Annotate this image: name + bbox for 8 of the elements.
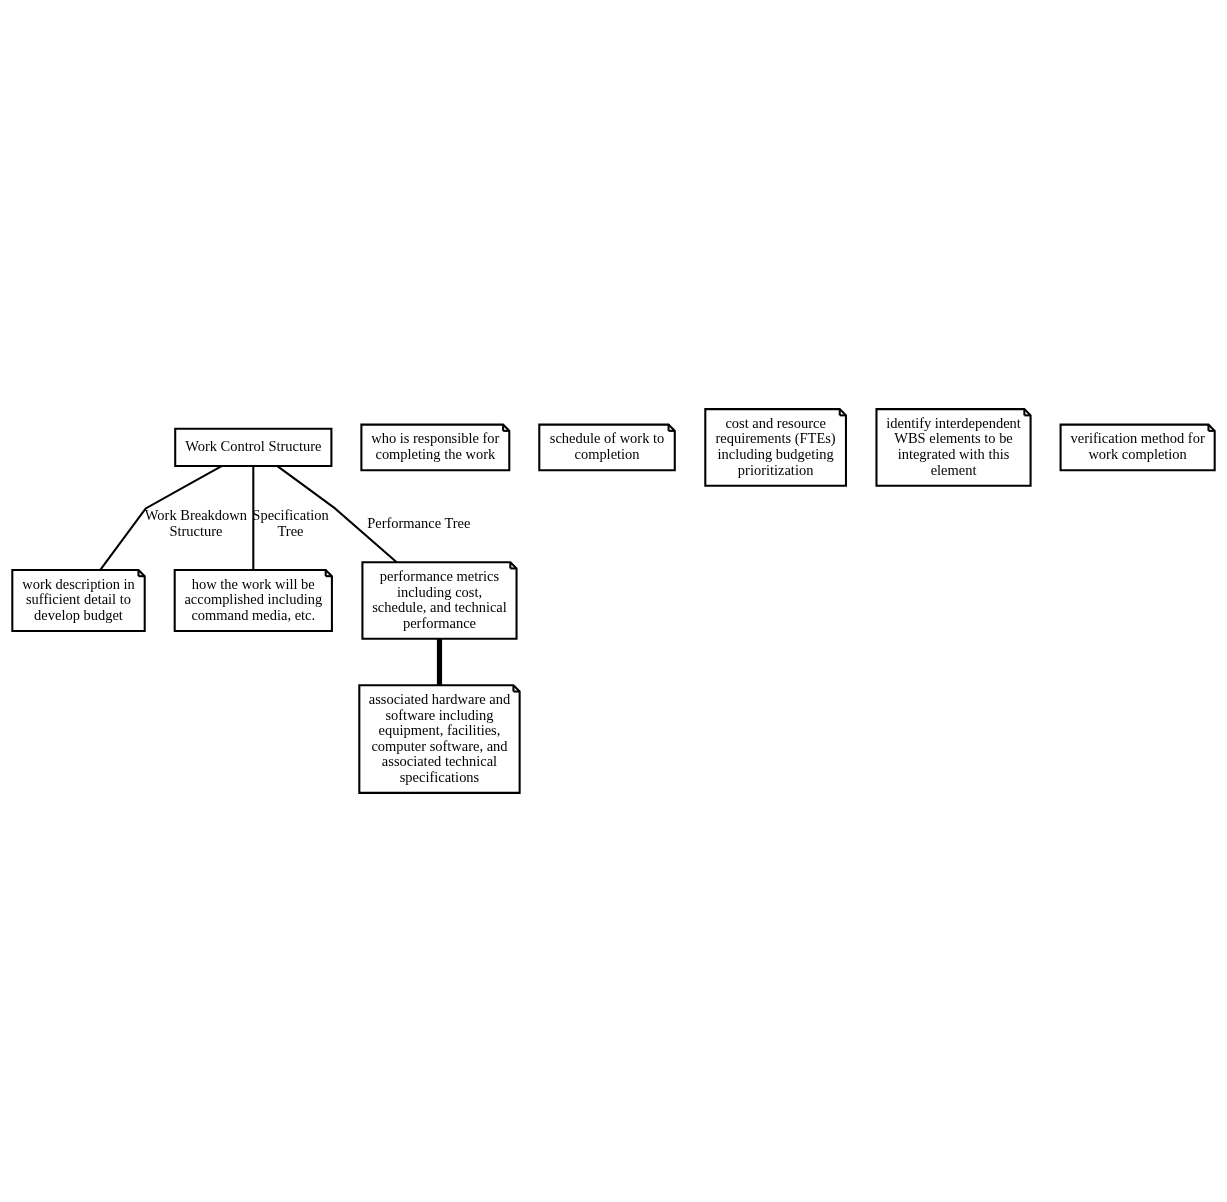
connector (276, 465, 398, 563)
connector (436, 638, 443, 685)
edge-label: Performance Tree (367, 514, 471, 531)
node-box: Work Control Structure (174, 427, 333, 468)
edge-label: Specification Tree (252, 507, 329, 539)
edge-label: Work Breakdown Structure (144, 507, 247, 539)
connector (99, 465, 223, 571)
connector (252, 466, 255, 570)
